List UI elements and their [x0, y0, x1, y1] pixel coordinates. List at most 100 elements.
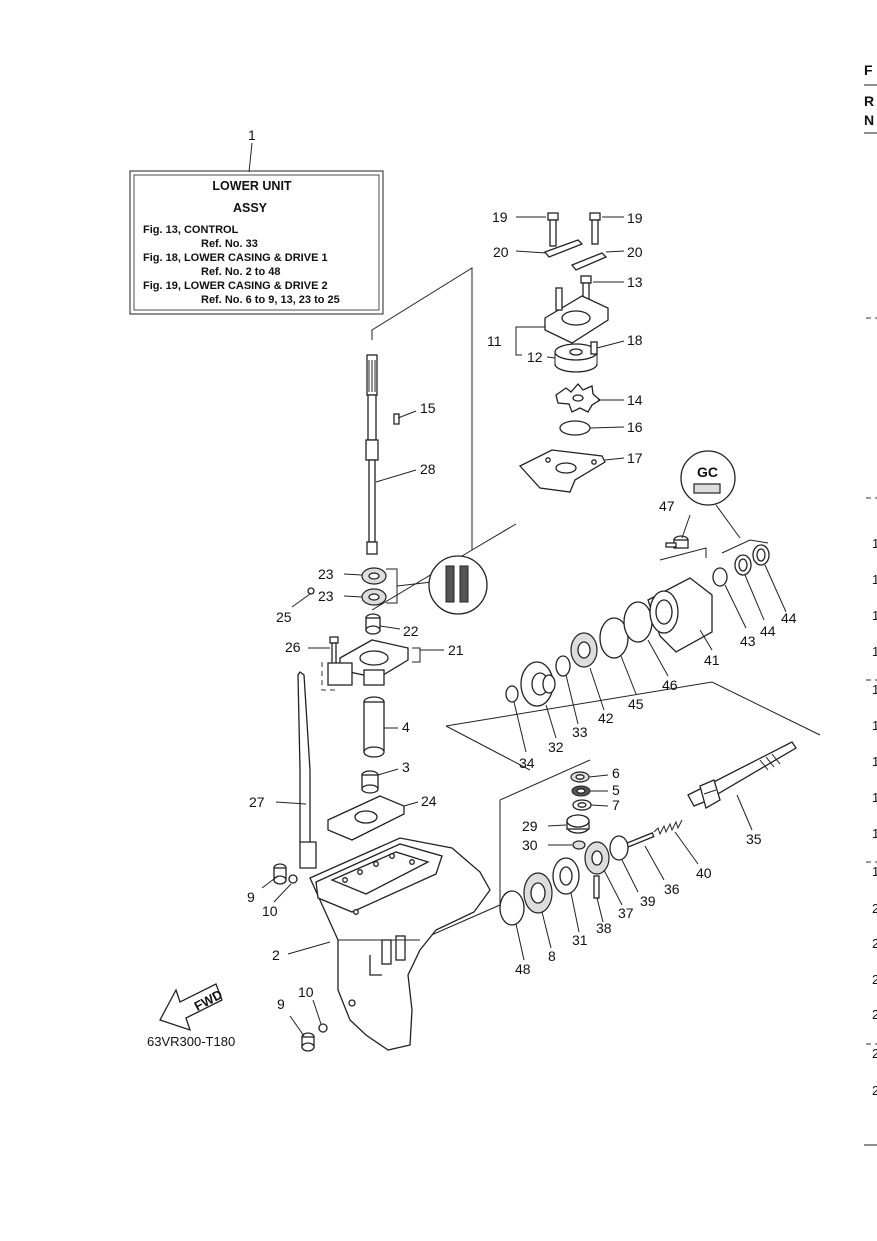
water-tube-4: [363, 696, 385, 758]
callout-21: 21: [448, 642, 464, 658]
edge-row-15: 2: [872, 1083, 877, 1098]
callout-3: 3: [402, 759, 410, 775]
bushing-22: [365, 613, 381, 635]
callout-5: 5: [612, 782, 620, 798]
assy-title: LOWER UNIT: [212, 179, 292, 193]
assy-info-box: 1 LOWER UNIT ASSY Fig. 13, CONTROL Ref. …: [129, 127, 384, 315]
assy-line-3: Fig. 18, LOWER CASING & DRIVE 1: [143, 252, 328, 264]
callout-31: 31: [572, 932, 588, 948]
pin-38: [593, 875, 600, 899]
bearing-8: [523, 872, 553, 914]
callout-28: 28: [420, 461, 436, 477]
assy-line-5: Fig. 19, LOWER CASING & DRIVE 2: [143, 280, 328, 292]
pump-housing-11: [544, 287, 609, 344]
callout-32: 32: [548, 739, 564, 755]
callout-8: 8: [548, 948, 556, 964]
outer-plate-17: [518, 449, 606, 493]
callout-2: 2: [272, 947, 280, 963]
callout-33: 33: [572, 724, 588, 740]
pinion-29: [566, 814, 590, 834]
callout-41: 41: [704, 652, 720, 668]
callout-45: 45: [628, 696, 644, 712]
callout-20a: 20: [493, 244, 509, 260]
edge-row-3: 1: [872, 644, 877, 659]
callout-39: 39: [640, 893, 656, 909]
callout-36: 36: [664, 881, 680, 897]
callout-1: 1: [248, 127, 256, 143]
callout-7: 7: [612, 797, 620, 813]
o-ring-45: [599, 617, 629, 659]
assy-subtitle: ASSY: [233, 201, 268, 215]
callout-35: 35: [746, 831, 762, 847]
bolt-19b: [589, 212, 601, 245]
shim-34: [505, 685, 519, 703]
lower-casing-2: [309, 837, 491, 1051]
water-pump-group: [518, 212, 609, 493]
edge-head-1: R: [864, 93, 874, 109]
gg-detail-circle: [428, 555, 488, 615]
pin-36: [625, 832, 655, 848]
fwd-arrow: FWD: [159, 983, 225, 1032]
svg-text:GC: GC: [697, 464, 718, 480]
bolt-19a: [547, 212, 559, 247]
washer-10b: [318, 1023, 328, 1033]
ring-48: [499, 890, 525, 926]
callout-9b: 9: [277, 996, 285, 1012]
callout-12: 12: [527, 349, 543, 365]
callout-4: 4: [402, 719, 410, 735]
insert-12: [554, 343, 598, 373]
shim-33: [555, 655, 571, 677]
callout-24: 24: [421, 793, 437, 809]
seal-43: [712, 567, 728, 587]
pinion-washers-6-5-7: [570, 771, 592, 811]
callout-34: 34: [519, 755, 535, 771]
callout-14: 14: [627, 392, 643, 408]
callout-43: 43: [740, 633, 756, 649]
callout-18: 18: [627, 332, 643, 348]
callout-44b: 44: [781, 610, 797, 626]
edge-head-0: F: [864, 62, 873, 78]
seal-3: [361, 770, 379, 794]
seals-44: [721, 539, 770, 576]
washer-10a: [288, 874, 298, 884]
edge-row-9: 1: [872, 864, 877, 879]
o-ring-16: [559, 420, 591, 436]
callout-30: 30: [522, 837, 538, 853]
bolt-47-guide: [659, 547, 707, 561]
gc-detail-circle: GC: [680, 450, 741, 539]
callout-9a: 9: [247, 889, 255, 905]
bearing-42: [570, 632, 598, 668]
edge-row-0: 1: [872, 536, 877, 551]
callout-26: 26: [285, 639, 301, 655]
callout-20b: 20: [627, 244, 643, 260]
callout-27: 27: [249, 794, 265, 810]
pin-18: [590, 341, 598, 355]
leader-lines: [261, 216, 787, 1037]
propeller-shaft-35: [687, 741, 797, 809]
callout-19a: 19: [492, 209, 508, 225]
callout-13: 13: [627, 274, 643, 290]
callout-37: 37: [618, 905, 634, 921]
callout-42: 42: [598, 710, 614, 726]
callout-10b: 10: [298, 984, 314, 1000]
bolt-9a: [273, 863, 287, 885]
pin-25: [307, 587, 315, 595]
plate-20a: [543, 239, 584, 258]
callout-47: 47: [659, 498, 675, 514]
o-ring-46: [623, 601, 653, 643]
callout-10a: 10: [262, 903, 278, 919]
callout-38: 38: [596, 920, 612, 936]
callout-44a: 44: [760, 623, 776, 639]
edge-head-2: N: [864, 112, 874, 128]
plate-20b: [570, 252, 608, 271]
callout-6: 6: [612, 765, 620, 781]
edge-row-2: 1: [872, 608, 877, 623]
callout-11: 11: [487, 333, 502, 349]
callouts: 19 19 20 20 13 11 12 18 14 16 17 15 28 4…: [247, 209, 797, 1012]
callout-22: 22: [403, 623, 419, 639]
edge-row-8: 1: [872, 826, 877, 841]
drawing-code: 63VR300-T180: [147, 1034, 235, 1049]
callout-16: 16: [627, 419, 643, 435]
edge-row-6: 1: [872, 754, 877, 769]
